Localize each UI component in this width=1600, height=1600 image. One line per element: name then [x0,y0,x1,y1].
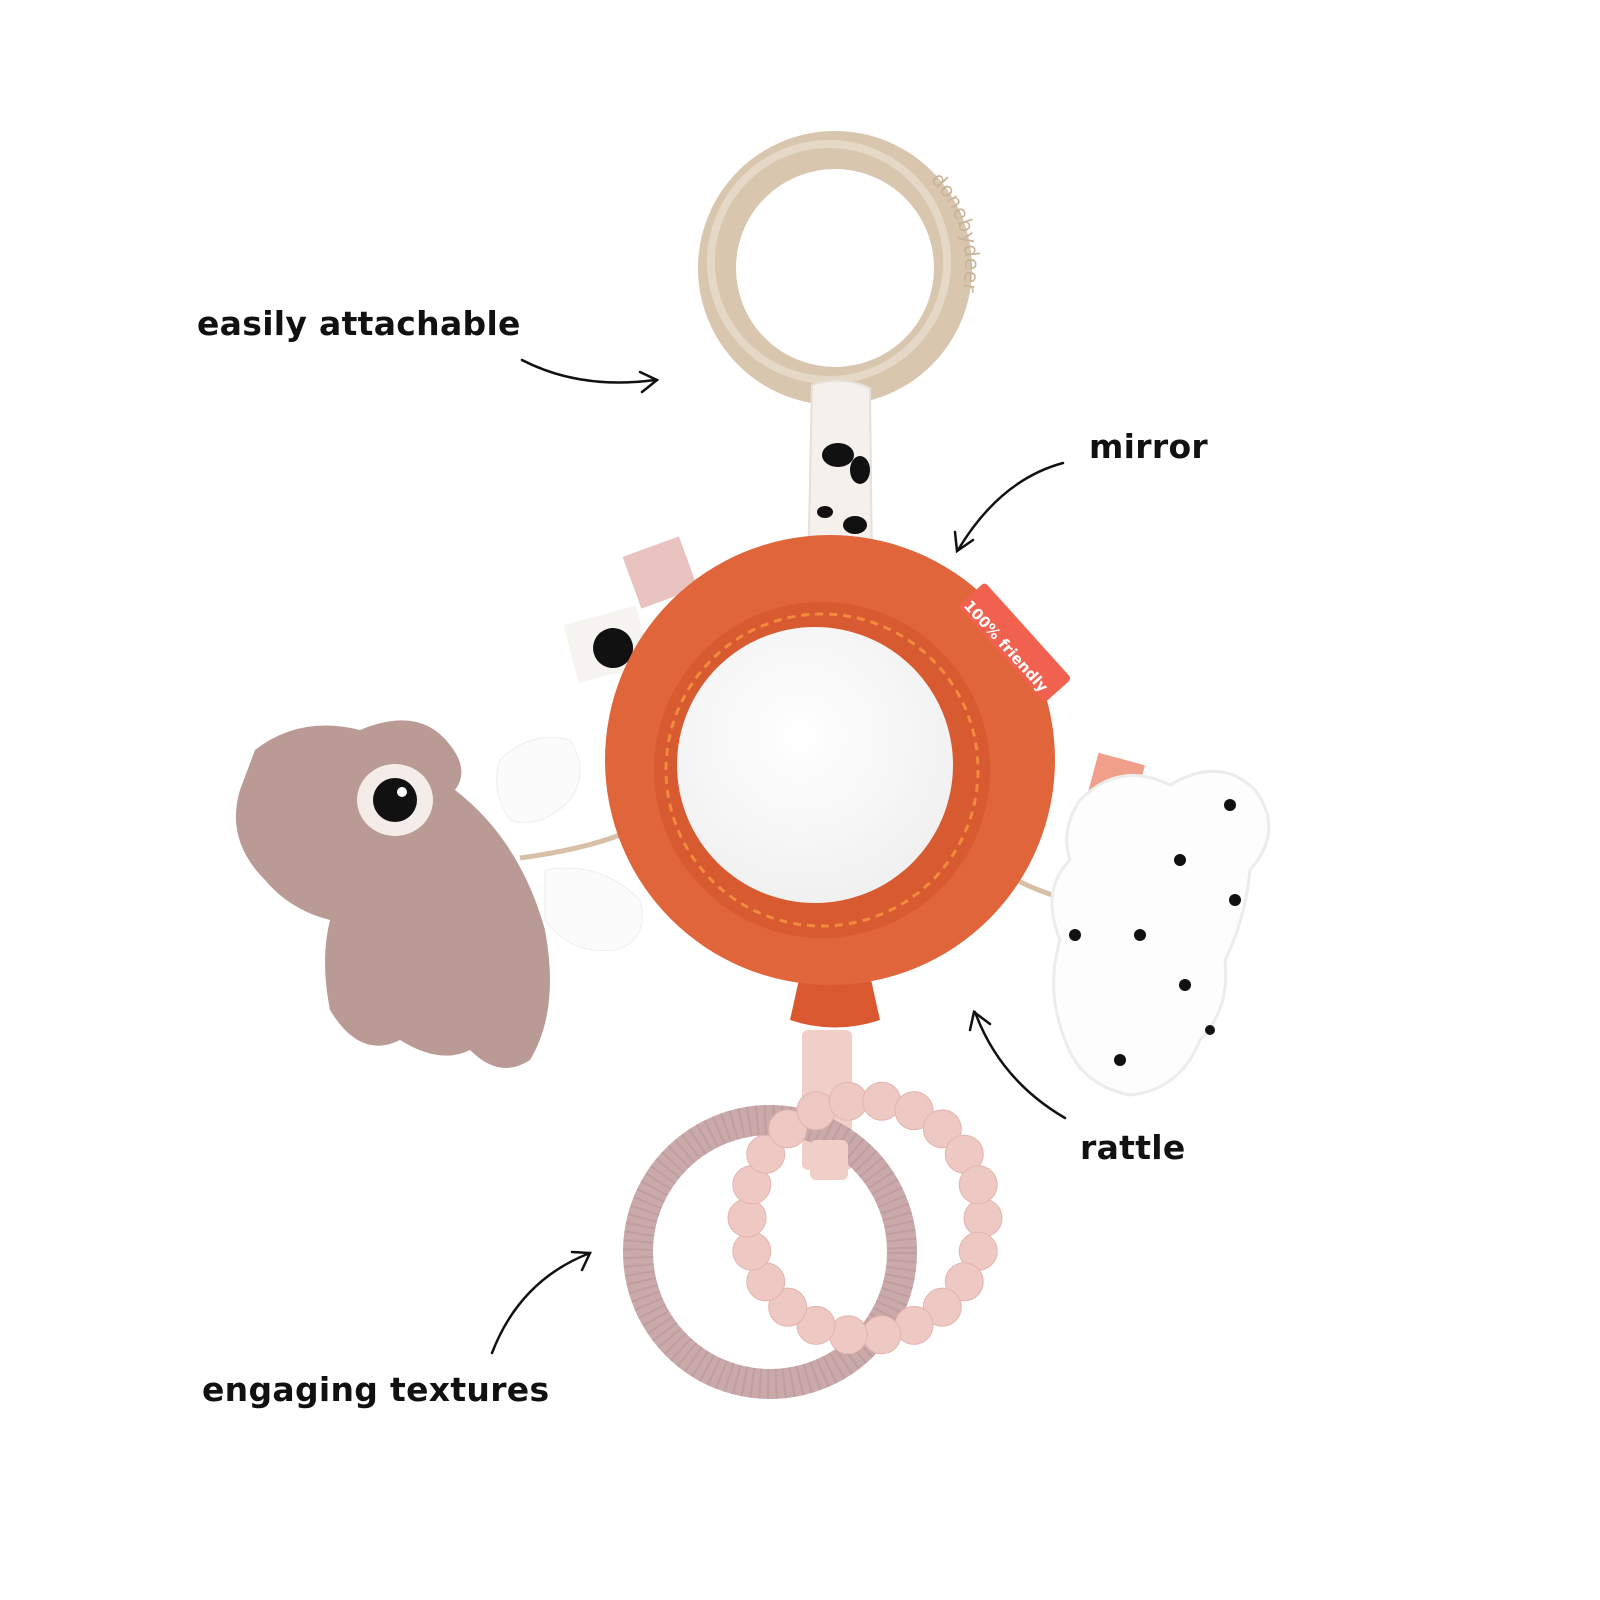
bead [746,1134,786,1174]
callout-easily-attachable: easily attachable [197,304,521,343]
bead [796,1305,836,1345]
bead [768,1109,808,1149]
mirror: 100% friendly [605,535,1071,1028]
arrow-textures [490,1251,592,1355]
callout-rattle: rattle [1080,1128,1186,1167]
bead [894,1091,934,1131]
cloud-rattle [1050,769,1271,1097]
bead [862,1315,902,1355]
callout-engaging-textures: engaging textures [202,1370,550,1409]
attachment-ring: donebydeer [698,131,984,405]
bead [922,1109,962,1149]
bead [727,1198,767,1238]
callout-arrows [490,358,1067,1355]
wing-plush [496,737,643,952]
bead-teether-ring [727,1081,1003,1355]
callout-mirror: mirror [1089,427,1208,466]
bead [922,1287,962,1327]
arrow-attachable [520,358,657,384]
hippo-plush [235,720,550,1068]
bead [768,1287,808,1327]
bead [958,1165,998,1205]
bead [944,1262,984,1302]
bead [732,1231,772,1271]
bead [828,1081,868,1121]
pink-tag [622,536,698,609]
arrow-rattle [973,1010,1067,1120]
bead [963,1198,1003,1238]
arrow-mirror [956,461,1065,552]
